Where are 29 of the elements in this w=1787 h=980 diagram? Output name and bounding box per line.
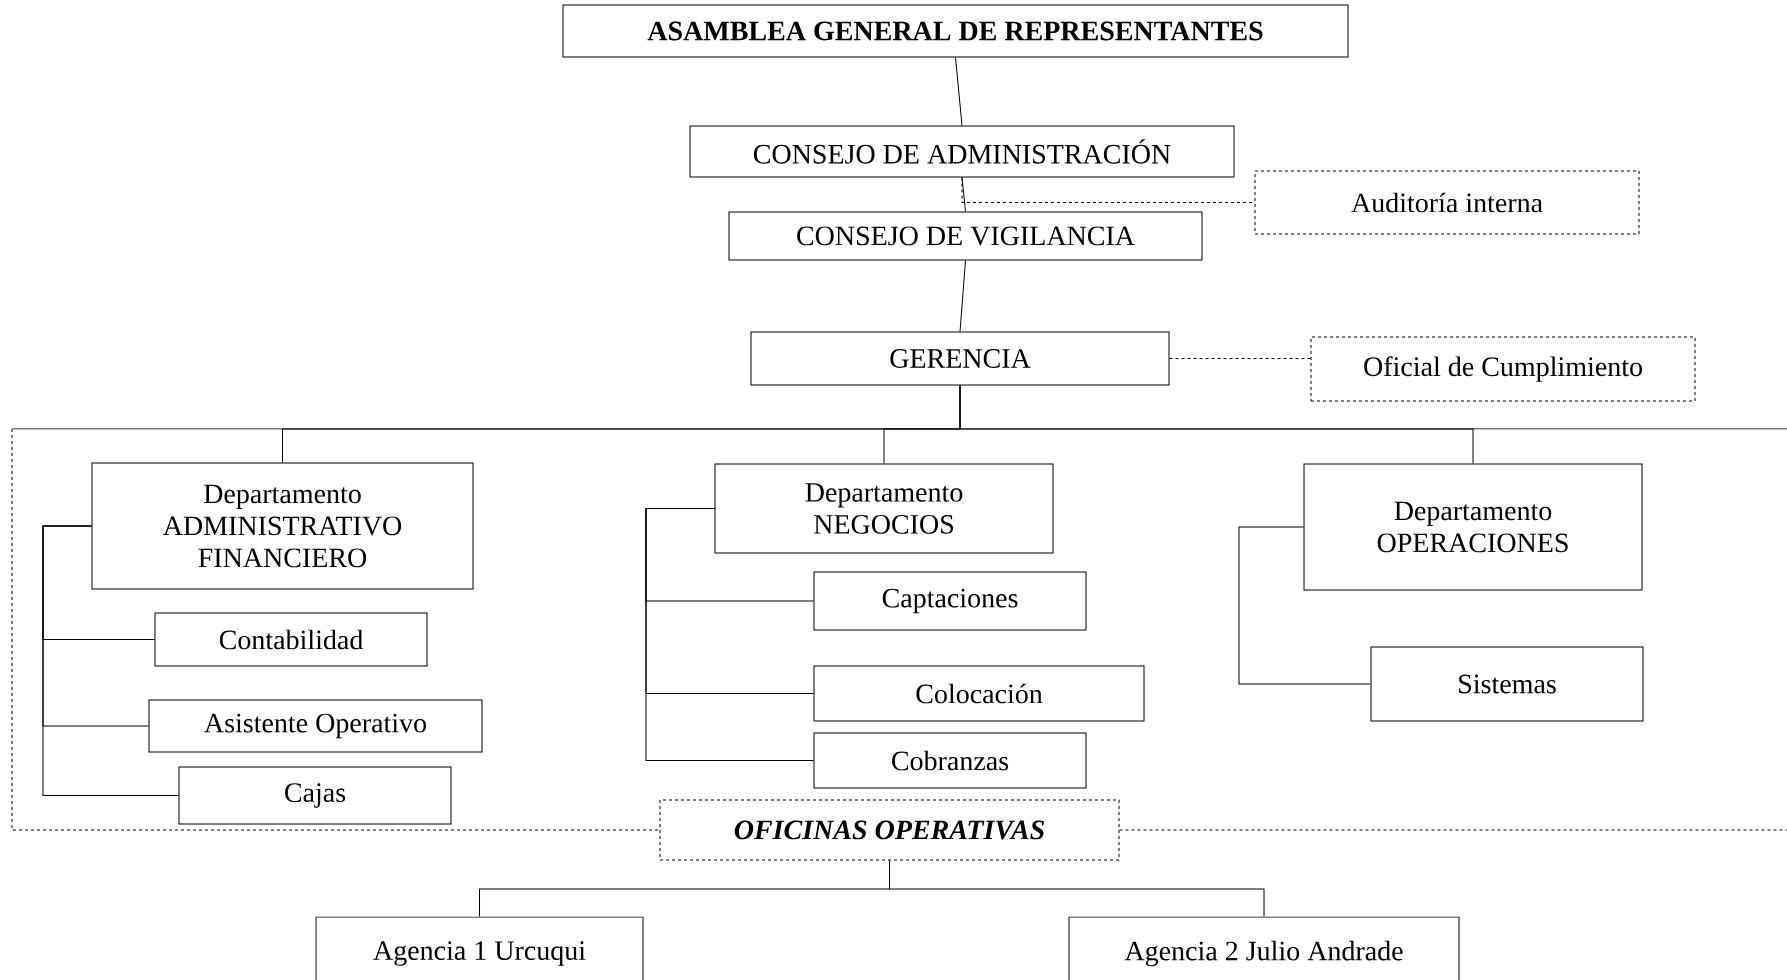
org-box: Departamento NEGOCIOS	[714, 463, 1054, 554]
connector-line	[1238, 526, 1371, 685]
dashed-box: Oficial de Cumplimiento	[1310, 336, 1696, 402]
org-box: CONSEJO DE VIGILANCIA	[728, 211, 1203, 261]
connector-line	[42, 525, 179, 796]
dashed-box: OFICINAS OPERATIVAS	[659, 799, 1120, 861]
connector-line	[955, 57, 963, 126]
org-box: Sistemas	[1370, 646, 1644, 722]
dashed-connector	[961, 177, 1255, 203]
connector-line	[889, 860, 1265, 917]
dashed-connector	[1169, 358, 1311, 359]
org-box: Departamento OPERACIONES	[1303, 463, 1643, 591]
org-box: Cobranzas	[813, 732, 1087, 789]
connector-line	[645, 508, 814, 761]
org-box: CONSEJO DE ADMINISTRACIÓN	[689, 125, 1235, 178]
org-box: GERENCIA	[750, 331, 1170, 386]
connector-line	[959, 385, 1474, 464]
org-box: Agencia 1 Urcuqui	[315, 916, 644, 980]
title-box: ASAMBLEA GENERAL DE REPRESENTANTES	[562, 4, 1349, 58]
org-box: Agencia 2 Julio Andrade	[1068, 916, 1460, 980]
dashed-box: Auditoría interna	[1254, 170, 1640, 235]
org-box: Cajas	[178, 766, 452, 825]
org-box: Captaciones	[813, 571, 1087, 631]
org-box: Colocación	[813, 665, 1145, 722]
org-box: Asistente Operativo	[148, 699, 483, 753]
org-box: Departamento ADMINISTRATIVO FINANCIERO	[91, 462, 474, 590]
connector-line	[961, 177, 966, 212]
org-box: Contabilidad	[154, 612, 428, 667]
connector-line	[959, 260, 966, 332]
